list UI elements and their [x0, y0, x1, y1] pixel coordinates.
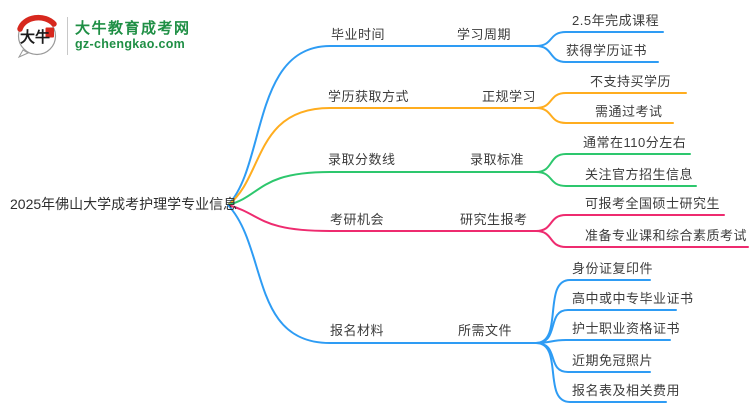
branch-5-leaf-4: 近期免冠照片 [572, 353, 654, 368]
branch-2-lines [227, 92, 687, 206]
branch-1-label: 毕业时间 [331, 27, 386, 42]
branch-5-leaf-5-line [535, 342, 667, 403]
site-logo[interactable]: 大牛 大牛教育成考网 gz-chengkao.com [14, 11, 191, 61]
branch-2-sublabel: 正规学习 [482, 89, 537, 104]
logo-icon-characters: 大牛 [20, 28, 50, 46]
branch-5-leaf-3-line [535, 339, 671, 344]
site-name: 大牛教育成考网 [75, 20, 191, 38]
branch-2-leaf-2: 需通过考试 [595, 104, 663, 119]
branch-4-leaf-1-line [535, 214, 725, 232]
branch-3-leaf-2-line [535, 171, 697, 187]
branch-3-leaf-1: 通常在110分左右 [583, 135, 687, 150]
branch-3-lines [227, 153, 697, 206]
branch-4-label: 考研机会 [330, 212, 385, 227]
branch-4-leaf-1: 可报考全国硕士研究生 [585, 196, 721, 211]
branch-1-lines [227, 31, 664, 206]
branch-2-leaf-1: 不支持买学历 [590, 74, 672, 89]
daniu-logo-icon: 大牛 [17, 14, 57, 59]
logo-divider [67, 17, 68, 55]
logo-text-block: 大牛教育成考网 gz-chengkao.com [75, 20, 191, 52]
branch-4-leaf-2-line [535, 230, 749, 248]
branch-3-leaf-2: 关注官方招生信息 [585, 167, 694, 182]
branch-2-leaf-2-line [535, 107, 674, 124]
branch-5-label: 报名材料 [330, 323, 385, 338]
branch-1-trunk-line [227, 45, 537, 206]
branch-4-leaf-2: 准备专业课和综合素质考试 [585, 228, 748, 243]
branch-5-leaf-2: 高中或中专毕业证书 [572, 291, 694, 306]
root-node-label: 2025年佛山大学成考护理学专业信息 [10, 196, 238, 212]
branch-4-sublabel: 研究生报考 [460, 212, 528, 227]
branch-3-trunk-line [227, 171, 537, 206]
branch-5-leaf-3: 护士职业资格证书 [572, 321, 681, 336]
site-url: gz-chengkao.com [75, 37, 186, 52]
branch-2-trunk-line [227, 107, 537, 206]
branch-5-leaf-2-line [535, 309, 677, 344]
branch-1-leaf-2-line [535, 45, 659, 63]
branch-5-lines [227, 204, 677, 403]
branch-1-leaf-1: 2.5年完成课程 [572, 13, 660, 28]
branch-4-trunk-line [227, 204, 537, 232]
branch-5-leaf-5: 报名表及相关费用 [572, 383, 681, 398]
branch-4-lines [227, 204, 749, 248]
branch-3-label: 录取分数线 [328, 152, 396, 167]
branch-1-sublabel: 学习周期 [457, 27, 512, 42]
branch-5-sublabel: 所需文件 [458, 323, 513, 338]
branch-5-leaf-1: 身份证复印件 [572, 261, 654, 276]
branch-3-leaf-1-line [535, 153, 691, 173]
branch-2-label: 学历获取方式 [328, 89, 410, 104]
branch-3-sublabel: 录取标准 [470, 152, 525, 167]
branch-5-trunk-line [227, 204, 537, 344]
branch-1-leaf-2: 获得学历证书 [566, 43, 648, 58]
